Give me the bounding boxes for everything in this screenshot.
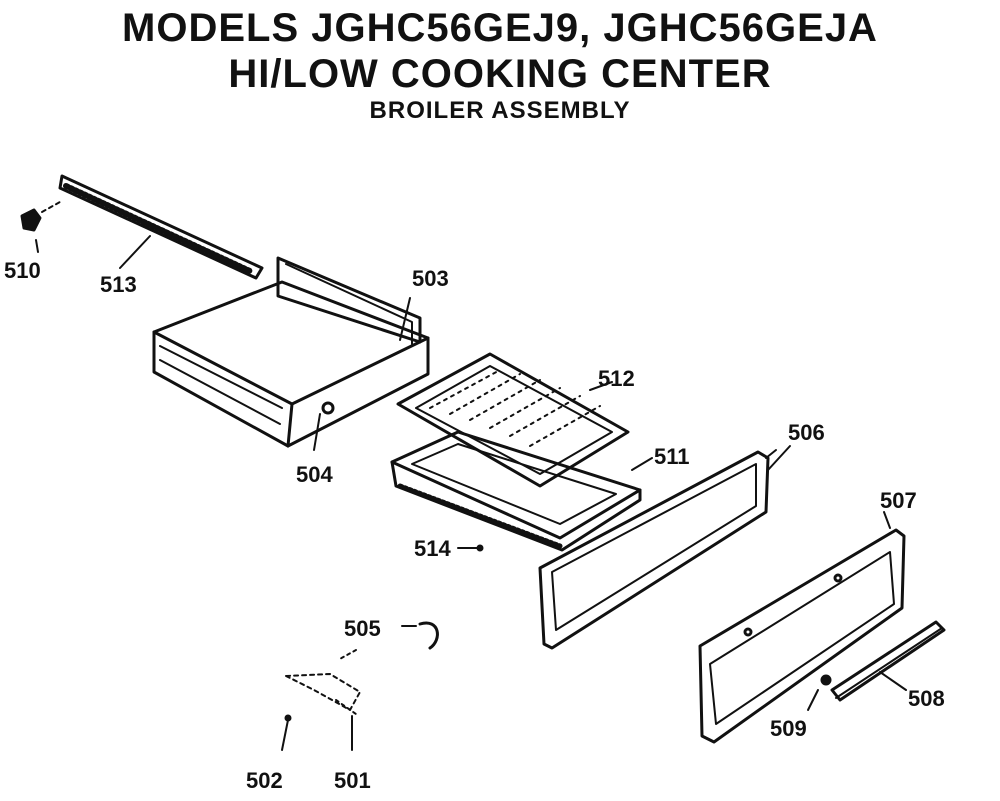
part-502-bracket-screw	[281, 714, 292, 751]
part-508-handle-trim	[830, 620, 946, 702]
part-511-broiler-pan	[390, 430, 653, 552]
label-513: 513	[100, 272, 137, 297]
diagram-title: MODELS JGHC56GEJ9, JGHC56GEJA	[122, 6, 878, 50]
part-512-broiler-grid	[396, 352, 630, 488]
part-510-screw	[20, 201, 61, 253]
label-501: 501	[334, 768, 371, 793]
label-504: 504	[296, 462, 333, 487]
label-508: 508	[908, 686, 945, 711]
label-514: 514	[414, 536, 451, 561]
label-509: 509	[770, 716, 807, 741]
part-514-clip	[476, 544, 484, 552]
label-510: 510	[4, 258, 41, 283]
part-503-broiler-drawer	[152, 256, 430, 451]
part-501-bracket	[285, 673, 361, 751]
label-506: 506	[788, 420, 825, 445]
label-505: 505	[344, 616, 381, 641]
part-506-drawer-front-inner	[538, 445, 791, 650]
assembly-title: BROILER ASSEMBLY	[369, 97, 631, 124]
label-511: 511	[654, 444, 690, 469]
label-503: 503	[412, 266, 449, 291]
part-505-spring-clip	[337, 621, 439, 661]
label-512: 512	[598, 366, 635, 391]
part-509-front-screw	[807, 674, 832, 711]
label-507: 507	[880, 488, 917, 513]
part-507-drawer-front-outer	[698, 511, 906, 744]
part-513-rail	[58, 174, 264, 280]
diagram-subtitle: HI/LOW COOKING CENTER	[228, 52, 772, 96]
label-502: 502	[246, 768, 283, 793]
